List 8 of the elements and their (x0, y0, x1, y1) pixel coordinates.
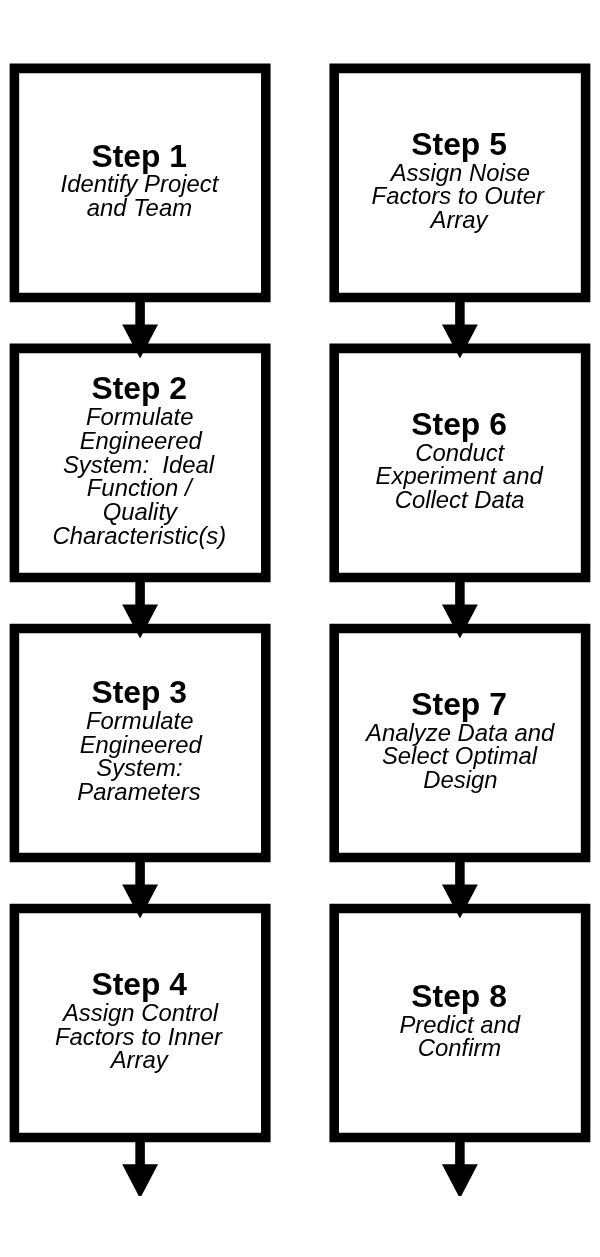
node-box: Step 3 Formulate Engineered System: Parameters (9, 623, 271, 862)
node-box: Step 4 Assign Control Factors to Inner Array (9, 903, 271, 1142)
node-box: Step 1 Identify Project and Team (9, 63, 271, 302)
node-box: Step 2 Formulate Engineered System: Ideal Function / Quality Characteristic(s) (9, 343, 271, 582)
node-box: Step 5 Assign Noise Factors to Outer Array (329, 63, 591, 302)
node-box: Step 8 Predict and Confirm (329, 903, 591, 1142)
node-box: Step 6 Conduct Experiment and Collect Data (329, 343, 591, 582)
node-box: Step 7 Analyze Data and Select Optimal Design (329, 623, 591, 862)
